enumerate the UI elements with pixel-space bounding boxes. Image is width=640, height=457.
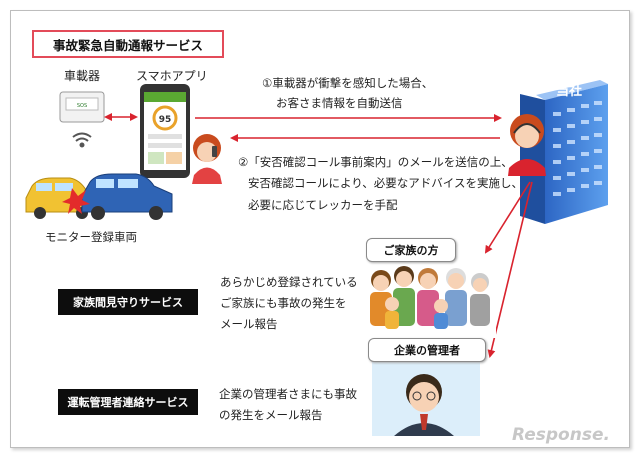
manager-bubble: 企業の管理者 [368,338,486,362]
customer-on-phone-icon [192,134,222,184]
family-illustration [360,262,496,338]
phone-score: 95 [159,115,172,125]
company-building-icon: 当社 [520,80,608,224]
response-logo-watermark: Response. [512,425,610,445]
company-label: 当社 [556,83,582,99]
car-device-icon: SOS [60,92,104,122]
svg-text:Response.: Response. [512,425,610,445]
smartphone-icon: 95 [140,84,190,178]
svg-text:SOS: SOS [77,103,87,109]
wifi-icon [73,134,91,147]
manager-illustration [372,360,480,436]
arrow-to-manager [490,182,532,356]
family-bubble: ご家族の方 [366,238,456,262]
cars-collision-icon [26,174,172,220]
